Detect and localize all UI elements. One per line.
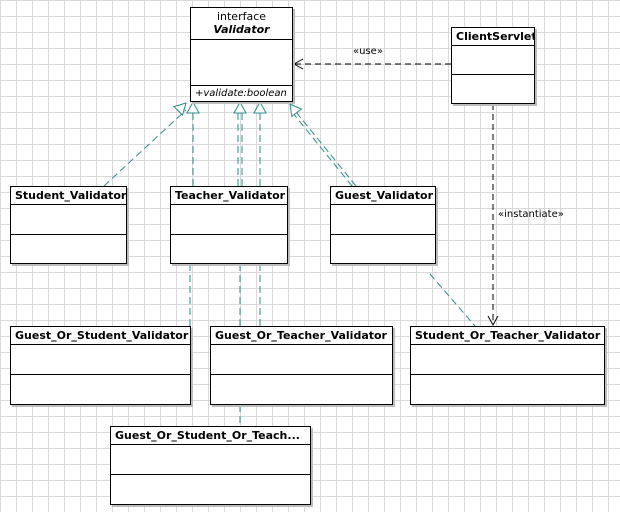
validator-interface-box[interactable]: interface Validator +validate:boolean	[190, 7, 293, 102]
interface-stereotype: interface	[216, 10, 267, 23]
student-validator-operations	[11, 233, 126, 264]
guest-or-student-or-teacher-validator-name-compartment: Guest_Or_Student_Or_Teach...	[111, 427, 310, 444]
guest-or-teacher-validator-name: Guest_Or_Teacher_Validator	[215, 329, 387, 342]
teacher-validator-attributes	[171, 204, 287, 234]
guest-or-student-validator-class[interactable]: Guest_Or_Student_Validator	[10, 326, 191, 405]
teacher-validator-name-compartment: Teacher_Validator	[171, 187, 287, 204]
teacher-validator-operations	[171, 233, 287, 264]
realization-student	[103, 109, 187, 187]
guest-or-student-validator-name: Guest_Or_Student_Validator	[15, 329, 189, 342]
client-servlet-class[interactable]: ClientServlet	[451, 27, 535, 104]
connector-student-or-teacher	[429, 273, 476, 327]
teacher-validator-name: Teacher_Validator	[175, 189, 286, 202]
student-validator-class[interactable]: Student_Validator	[10, 186, 127, 264]
use-dependency-arrowhead	[292, 58, 304, 70]
guest-validator-name: Guest_Validator	[335, 189, 434, 202]
student-or-teacher-validator-class[interactable]: Student_Or_Teacher_Validator	[410, 326, 605, 405]
client-servlet-attributes	[452, 45, 534, 74]
guest-or-teacher-validator-class[interactable]: Guest_Or_Teacher_Validator	[210, 326, 393, 405]
guest-validator-operations	[331, 233, 435, 264]
validator-operations-compartment: +validate:boolean	[191, 85, 292, 101]
validator-name-compartment: interface Validator	[191, 8, 292, 39]
client-servlet-name-compartment: ClientServlet	[452, 28, 534, 45]
realization-arrowhead-guest-or-teacher	[233, 100, 247, 114]
student-or-teacher-validator-operations	[411, 374, 604, 404]
guest-or-student-validator-operations	[11, 374, 190, 404]
realization-arrowhead-student	[173, 102, 187, 116]
student-or-teacher-validator-attributes	[411, 344, 604, 374]
student-validator-attributes	[11, 204, 126, 234]
instantiate-dependency-label: «instantiate»	[498, 209, 564, 220]
guest-validator-class[interactable]: Guest_Validator	[330, 186, 436, 264]
teacher-validator-class[interactable]: Teacher_Validator	[170, 186, 288, 264]
guest-or-student-validator-attributes	[11, 344, 190, 374]
realization-guest-a	[291, 111, 353, 187]
guest-or-student-or-teacher-validator-operations	[111, 474, 310, 504]
guest-or-student-validator-name-compartment: Guest_Or_Student_Validator	[11, 327, 190, 344]
guest-or-teacher-validator-attributes	[211, 344, 392, 374]
student-validator-name: Student_Validator	[15, 189, 126, 202]
validator-attributes-compartment	[191, 39, 292, 85]
client-servlet-name: ClientServlet	[456, 30, 534, 43]
use-dependency-label: «use»	[353, 46, 383, 57]
instantiate-dependency-arrowhead	[487, 315, 499, 327]
client-servlet-operations	[452, 74, 534, 103]
realization-guest-b	[295, 111, 357, 187]
guest-or-teacher-validator-operations	[211, 374, 392, 404]
validate-operation: +validate:boolean	[195, 88, 287, 99]
guest-or-student-or-teacher-validator-name: Guest_Or_Student_Or_Teach...	[115, 429, 300, 442]
student-validator-name-compartment: Student_Validator	[11, 187, 126, 204]
validator-interface-name: Validator	[213, 23, 270, 36]
student-or-teacher-validator-name: Student_Or_Teacher_Validator	[415, 329, 601, 342]
guest-or-student-or-teacher-validator-class[interactable]: Guest_Or_Student_Or_Teach...	[110, 426, 311, 505]
realization-arrowhead-guest-or-student-or-teacher	[253, 100, 267, 114]
guest-validator-attributes	[331, 204, 435, 234]
guest-or-student-or-teacher-validator-attributes	[111, 444, 310, 474]
realization-arrowhead-guest	[289, 103, 303, 118]
guest-or-teacher-validator-name-compartment: Guest_Or_Teacher_Validator	[211, 327, 392, 344]
realization-arrowhead-teacher	[186, 100, 200, 114]
guest-validator-name-compartment: Guest_Validator	[331, 187, 435, 204]
student-or-teacher-validator-name-compartment: Student_Or_Teacher_Validator	[411, 327, 604, 344]
